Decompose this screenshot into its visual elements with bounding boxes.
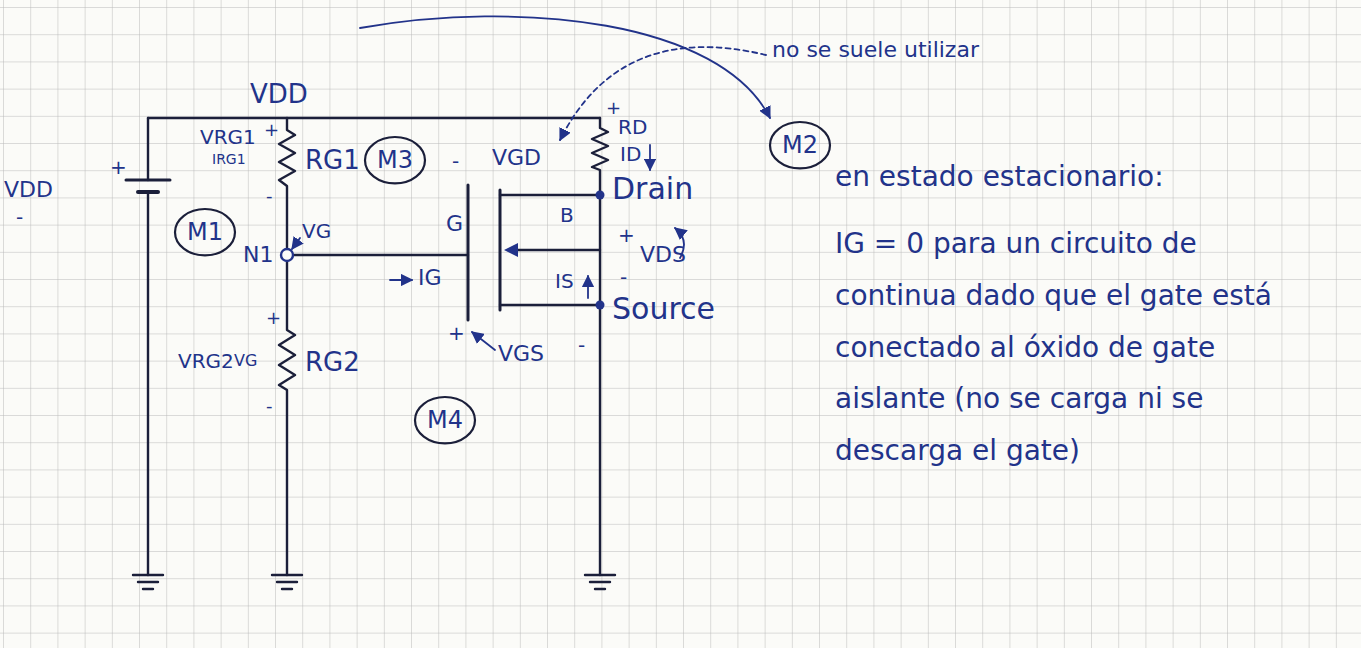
- voltage-label: VG: [302, 220, 331, 242]
- sign-mark: -: [452, 150, 459, 172]
- pin-label: B: [560, 204, 574, 226]
- ground-symbol: [133, 575, 163, 589]
- pin-label: Drain: [612, 172, 693, 205]
- leader-line: [560, 47, 766, 140]
- current-arrow: [587, 276, 589, 298]
- loop-circle: M1: [174, 208, 236, 256]
- sign-mark: -: [620, 266, 627, 288]
- pin-label: G: [446, 212, 463, 236]
- note-text: en estado estacionario:: [835, 162, 1164, 193]
- sign-mark: +: [618, 224, 635, 246]
- voltage-label: VRG2: [178, 350, 234, 372]
- resistor-label: RG1: [305, 146, 360, 175]
- voltage-arrow: [292, 238, 300, 249]
- sign-mark: -: [266, 396, 273, 416]
- sign-mark: +: [266, 308, 281, 328]
- loop-label: M1: [174, 208, 236, 256]
- supply-label: VDD: [250, 80, 308, 109]
- curved-arrow: [360, 16, 770, 118]
- loop-label: M2: [769, 121, 831, 169]
- sign-mark: +: [448, 322, 465, 344]
- channel-line: [499, 190, 502, 310]
- voltage-label: VGD: [492, 146, 541, 170]
- note-text: no se suele utilizar: [772, 38, 979, 62]
- body-wire: [516, 249, 600, 251]
- voltage-label: VGS: [498, 342, 544, 366]
- ground-symbol: [272, 575, 302, 589]
- ground-symbol: [585, 575, 615, 589]
- resistor-symbol: [279, 118, 295, 255]
- note-text: IG = 0 para un circuito de continua dado…: [835, 218, 1275, 477]
- sign-mark: +: [264, 120, 279, 140]
- pin-label: Source: [612, 292, 715, 325]
- loop-circle: M4: [414, 396, 476, 444]
- current-label: IS: [555, 270, 574, 292]
- resistor-label: RG2: [305, 348, 360, 377]
- node-dot: [281, 249, 293, 261]
- resistor-label: RD: [618, 116, 647, 138]
- voltage-label: VDS: [640, 243, 686, 267]
- node-dot: [596, 301, 605, 310]
- voltage-label: VRG1: [200, 126, 256, 148]
- loop-circle: M2: [769, 121, 831, 169]
- node-label: N1: [243, 243, 273, 267]
- loop-circle: M3: [364, 136, 426, 184]
- gate-plate: [467, 185, 470, 320]
- current-label: ID: [620, 143, 641, 165]
- voltage-label: VG: [234, 352, 257, 370]
- battery-symbol: [138, 190, 158, 194]
- loop-label: M3: [364, 136, 426, 184]
- current-label: IRG1: [212, 152, 246, 167]
- supply-wire: [148, 117, 600, 119]
- sign-mark: -: [578, 334, 585, 356]
- resistor-symbol: [279, 255, 295, 575]
- sign-mark: +: [606, 98, 621, 118]
- current-arrow: [390, 279, 412, 281]
- node-dot: [596, 191, 605, 200]
- sign-mark: -: [16, 206, 23, 228]
- supply-label: VDD: [4, 178, 53, 202]
- battery-symbol: [126, 179, 170, 182]
- sign-mark: -: [266, 186, 273, 206]
- mosfet-wire: [500, 195, 600, 305]
- current-label: IG: [418, 266, 442, 290]
- loop-label: M4: [414, 396, 476, 444]
- body-arrow: [504, 243, 518, 257]
- current-arrow: [649, 145, 651, 170]
- sign-mark: +: [110, 156, 127, 178]
- voltage-arrow: [472, 332, 495, 350]
- gate-wire: [293, 254, 468, 256]
- battery-wire: [147, 118, 149, 575]
- resistor-symbol: [592, 118, 608, 575]
